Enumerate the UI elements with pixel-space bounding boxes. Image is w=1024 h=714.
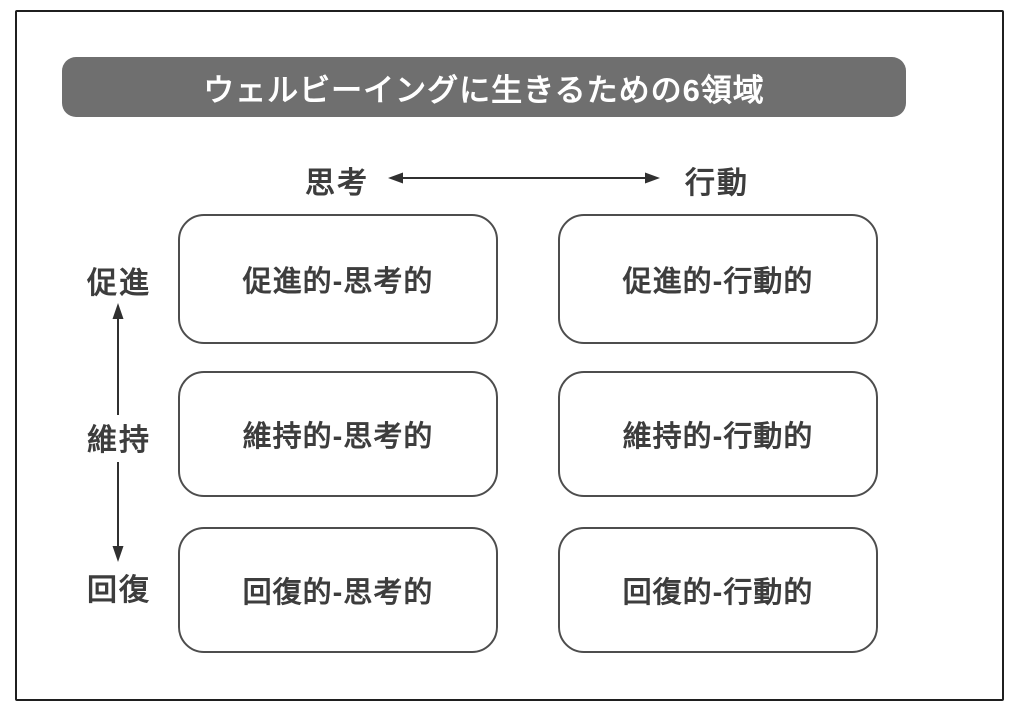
arrow-head-left — [388, 172, 403, 184]
column-label-action: 行動 — [685, 167, 749, 200]
cell-label: 回復的-行動的 — [622, 577, 814, 609]
cell-recovery-thinking: 回復的-思考的 — [178, 527, 498, 653]
cell-label: 維持的-思考的 — [242, 421, 434, 453]
cell-promotive-action: 促進的-行動的 — [558, 214, 878, 344]
cell-recovery-action: 回復的-行動的 — [558, 527, 878, 653]
cell-maintenance-action: 維持的-行動的 — [558, 371, 878, 497]
cell-label: 促進的-思考的 — [242, 266, 434, 298]
row-label-promotion: 促進 — [87, 267, 151, 300]
arrow-head-right — [645, 172, 660, 184]
arrow-head-up — [112, 303, 124, 319]
page-title: ウェルビーイングに生きるための6領域 — [203, 72, 765, 108]
cell-label: 維持的-行動的 — [622, 421, 814, 453]
cell-maintenance-thinking: 維持的-思考的 — [178, 371, 498, 497]
arrow-head-down — [112, 546, 124, 562]
cell-label: 回復的-思考的 — [242, 577, 434, 609]
vertical-arrow-down-icon — [112, 462, 124, 562]
title-banner: ウェルビーイングに生きるための6領域 — [62, 57, 906, 117]
cell-promotive-thinking: 促進的-思考的 — [178, 214, 498, 344]
row-label-maintenance: 維持 — [87, 424, 151, 457]
horizontal-double-arrow-icon — [388, 172, 660, 184]
row-label-recovery: 回復 — [87, 574, 151, 607]
column-label-thinking: 思考 — [305, 167, 369, 200]
cell-label: 促進的-行動的 — [622, 266, 814, 298]
vertical-arrow-up-icon — [112, 303, 124, 415]
